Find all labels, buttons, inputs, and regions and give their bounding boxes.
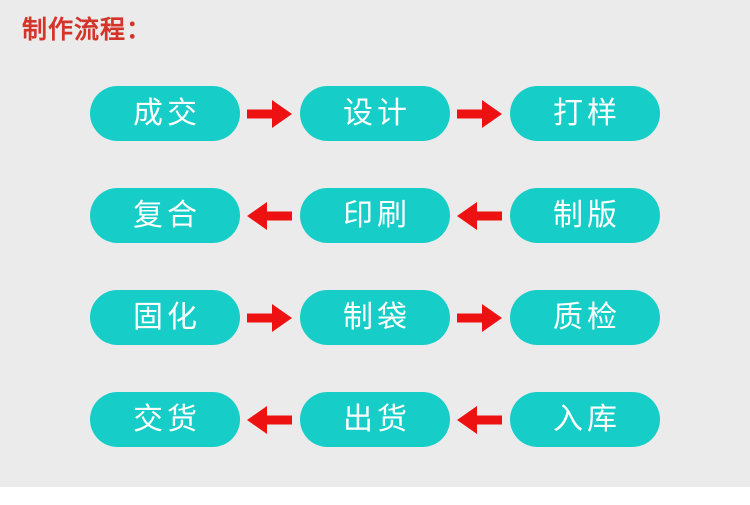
flow-row-3: 固化 制袋 质检 (90, 290, 660, 345)
flow-node-zhijian[interactable]: 质检 (510, 290, 660, 345)
flow-node-dayang[interactable]: 打样 (510, 86, 660, 141)
arrow-right-icon (450, 298, 510, 338)
arrow-left-icon (450, 196, 510, 236)
page-title: 制作流程： (22, 15, 153, 44)
flow-row-4: 入库 出货 交货 (90, 392, 660, 447)
flow-node-ruku[interactable]: 入库 (510, 392, 660, 447)
flow-node-guhua[interactable]: 固化 (90, 290, 240, 345)
flow-row-1: 成交 设计 打样 (90, 86, 660, 141)
arrow-left-icon (240, 400, 300, 440)
flow-row-2: 制版 印刷 复合 (90, 188, 660, 243)
content-panel: 制作流程： 成交 设计 打样 制版 (0, 0, 750, 487)
arrow-right-icon (450, 94, 510, 134)
flow-node-zhiban[interactable]: 制版 (510, 188, 660, 243)
flow-node-chuhuo[interactable]: 出货 (300, 392, 450, 447)
flow-node-chengjiao[interactable]: 成交 (90, 86, 240, 141)
flow-node-jiaohuo[interactable]: 交货 (90, 392, 240, 447)
flow-node-yinshua[interactable]: 印刷 (300, 188, 450, 243)
arrow-left-icon (240, 196, 300, 236)
arrow-right-icon (240, 298, 300, 338)
process-flow: 成交 设计 打样 制版 (90, 86, 660, 447)
flow-node-zhidai[interactable]: 制袋 (300, 290, 450, 345)
flow-node-sheji[interactable]: 设计 (300, 86, 450, 141)
arrow-right-icon (240, 94, 300, 134)
arrow-left-icon (450, 400, 510, 440)
flow-node-fuhe[interactable]: 复合 (90, 188, 240, 243)
